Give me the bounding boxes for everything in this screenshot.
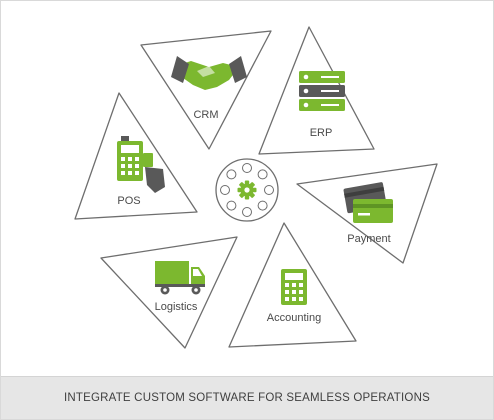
integration-diagram: CRM ERP bbox=[74, 26, 438, 349]
delivery-truck-icon bbox=[155, 261, 205, 295]
accounting-tile: Accounting bbox=[228, 222, 357, 348]
logistics-tile: Logistics bbox=[100, 236, 238, 349]
pos-label: POS bbox=[117, 195, 140, 207]
payment-label: Payment bbox=[347, 233, 390, 245]
erp-label: ERP bbox=[310, 127, 333, 139]
integration-hub bbox=[215, 158, 279, 222]
payment-tile: Payment bbox=[296, 163, 438, 264]
crm-label: CRM bbox=[193, 109, 218, 121]
pos-terminal-icon bbox=[117, 136, 165, 193]
pos-tile: POS bbox=[74, 92, 198, 220]
calculator-icon bbox=[281, 269, 307, 305]
logistics-label: Logistics bbox=[155, 301, 198, 313]
credit-cards-icon bbox=[343, 182, 393, 223]
caption-bar: INTEGRATE CUSTOM SOFTWARE FOR SEAMLESS O… bbox=[1, 376, 493, 419]
crm-tile: CRM bbox=[140, 30, 272, 150]
hub-node-ring bbox=[220, 163, 274, 217]
caption-text: INTEGRATE CUSTOM SOFTWARE FOR SEAMLESS O… bbox=[64, 392, 430, 404]
handshake-icon bbox=[171, 56, 247, 90]
server-stack-icon bbox=[299, 71, 345, 111]
accounting-label: Accounting bbox=[267, 312, 321, 324]
erp-tile: ERP bbox=[258, 26, 375, 155]
gear-icon bbox=[237, 180, 257, 200]
